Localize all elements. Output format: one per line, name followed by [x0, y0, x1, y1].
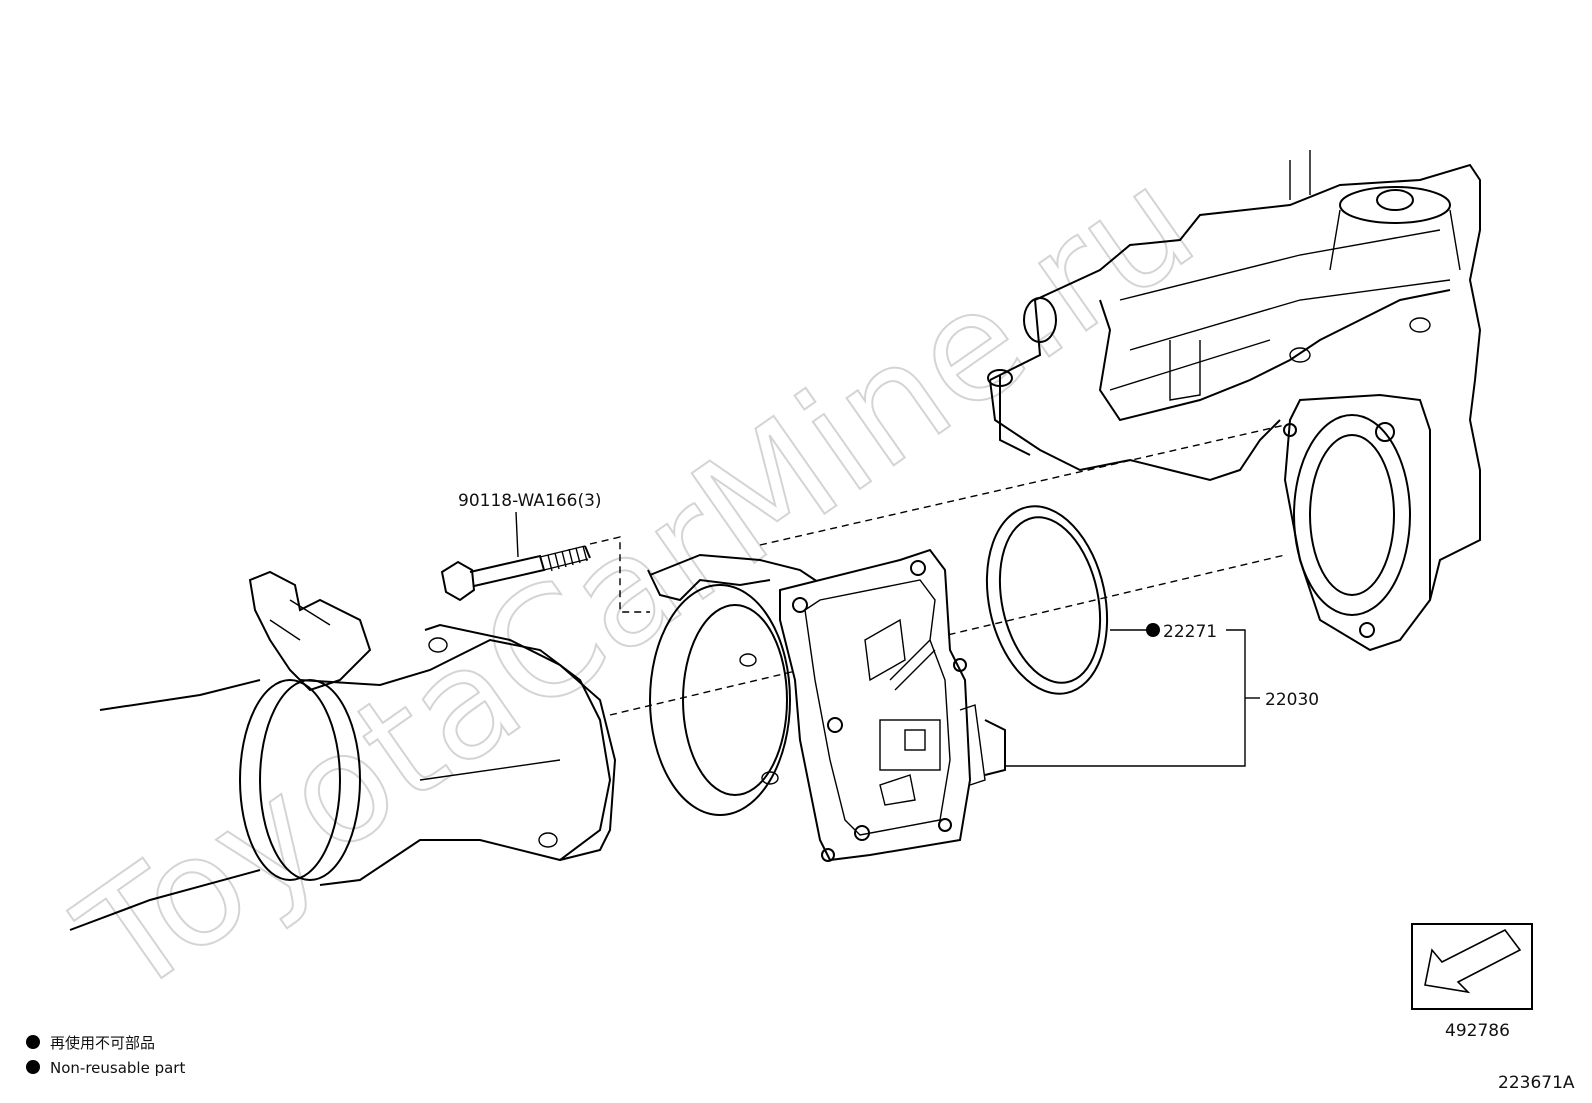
callouts: [515, 511, 1260, 767]
legend-text-jp: 再使用不可部品: [50, 1034, 155, 1052]
throttle-body: [647, 548, 1006, 862]
view-reference-number: 492786: [1445, 1021, 1510, 1041]
gasket-ring: [985, 505, 1109, 695]
legend-bullet-en: [26, 1060, 40, 1074]
bolt-part-number: 90118-WA166(3): [458, 491, 602, 511]
bolt-part: [440, 545, 591, 602]
arrow-icon: [1424, 928, 1522, 994]
watermark: ToyotaCarMine.ru: [50, 135, 1224, 1030]
non-reusable-marker: [1146, 623, 1160, 637]
assembly-lines: [589, 424, 1286, 716]
view-direction-box: [1411, 923, 1533, 1010]
throttle-body-part-number: 22030: [1265, 690, 1319, 710]
legend: 再使用不可部品 Non-reusable part: [26, 1034, 185, 1077]
intake-manifold: [987, 150, 1482, 652]
gasket-part-number: 22271: [1163, 622, 1217, 642]
diagram-id: 223671A: [1498, 1073, 1575, 1093]
legend-bullet-jp: [26, 1035, 40, 1049]
legend-text-en: Non-reusable part: [50, 1059, 185, 1077]
air-intake-duct: [69, 570, 617, 931]
